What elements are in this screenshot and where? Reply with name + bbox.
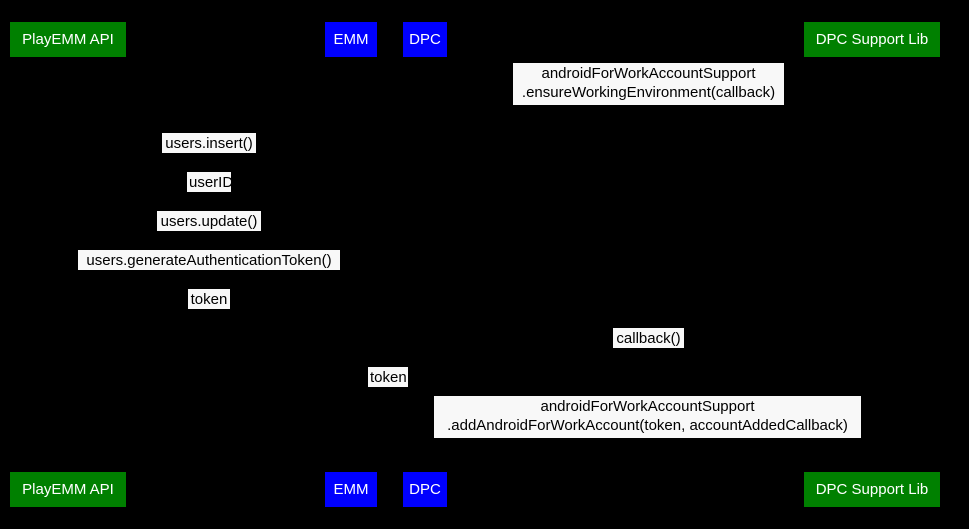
participant-label: DPC Support Lib <box>815 481 929 498</box>
participant-footer-dpc-support-lib[interactable]: DPC Support Lib <box>804 472 940 507</box>
message-label-line: androidForWorkAccountSupport <box>541 65 756 82</box>
message-label-line: userID <box>189 174 234 191</box>
participant-label: EMM <box>333 31 369 48</box>
participant-label: PlayEMM API <box>22 481 114 498</box>
message-label-msg-token-to-dpc: token <box>368 367 408 387</box>
message-label-line: users.generateAuthenticationToken() <box>86 252 332 269</box>
participant-header-dpc-support-lib[interactable]: DPC Support Lib <box>804 22 940 57</box>
participant-header-dpc[interactable]: DPC <box>403 22 447 57</box>
message-arrow-msg-generate-authentication-token <box>68 271 351 272</box>
participant-footer-playemm-api[interactable]: PlayEMM API <box>10 472 126 507</box>
message-label-line: token <box>190 291 228 308</box>
participant-label: EMM <box>333 481 369 498</box>
message-label-msg-add-android-for-work-account: androidForWorkAccountSupport .addAndroidF… <box>434 396 861 438</box>
message-arrow-msg-token-to-emm <box>68 310 351 311</box>
message-label-line: users.insert() <box>165 135 253 152</box>
message-arrow-msg-add-android-for-work-account <box>425 439 872 440</box>
message-label-line: .addAndroidForWorkAccount(token, account… <box>447 417 848 434</box>
message-label-msg-ensure-working-environment: androidForWorkAccountSupport .ensureWorki… <box>513 63 784 105</box>
participant-label: DPC Support Lib <box>815 31 929 48</box>
message-label-line: callback() <box>616 330 681 347</box>
message-arrow-msg-ensure-working-environment <box>425 106 872 107</box>
message-label-msg-users-insert: users.insert() <box>162 133 256 153</box>
lifeline-dpc <box>424 57 426 472</box>
participant-header-playemm-api[interactable]: PlayEMM API <box>10 22 126 57</box>
message-arrow-msg-callback <box>425 349 872 350</box>
message-label-msg-user-id: userID <box>187 172 234 192</box>
message-label-line: token <box>370 369 407 386</box>
participant-header-emm[interactable]: EMM <box>325 22 377 57</box>
message-label-line: users.update() <box>160 213 258 230</box>
lifeline-playemm-api <box>67 57 69 472</box>
participant-footer-emm[interactable]: EMM <box>325 472 377 507</box>
participant-footer-dpc[interactable]: DPC <box>403 472 447 507</box>
message-label-msg-token-to-emm: token <box>188 289 230 309</box>
message-label-msg-users-update: users.update() <box>157 211 261 231</box>
participant-label: DPC <box>409 481 441 498</box>
lifeline-emm <box>350 57 352 472</box>
message-label-msg-generate-authentication-token: users.generateAuthenticationToken() <box>78 250 340 270</box>
message-label-msg-callback: callback() <box>613 328 684 348</box>
message-label-line: .ensureWorkingEnvironment(callback) <box>521 84 776 101</box>
message-arrow-msg-users-update <box>68 232 351 233</box>
message-label-line: androidForWorkAccountSupport <box>540 398 755 415</box>
participant-label: DPC <box>409 31 441 48</box>
message-arrow-msg-user-id <box>68 193 351 194</box>
lifeline-dpc-support-lib <box>871 57 873 472</box>
message-arrow-msg-users-insert <box>68 154 351 155</box>
message-arrow-msg-token-to-dpc <box>351 388 425 389</box>
participant-label: PlayEMM API <box>22 31 114 48</box>
